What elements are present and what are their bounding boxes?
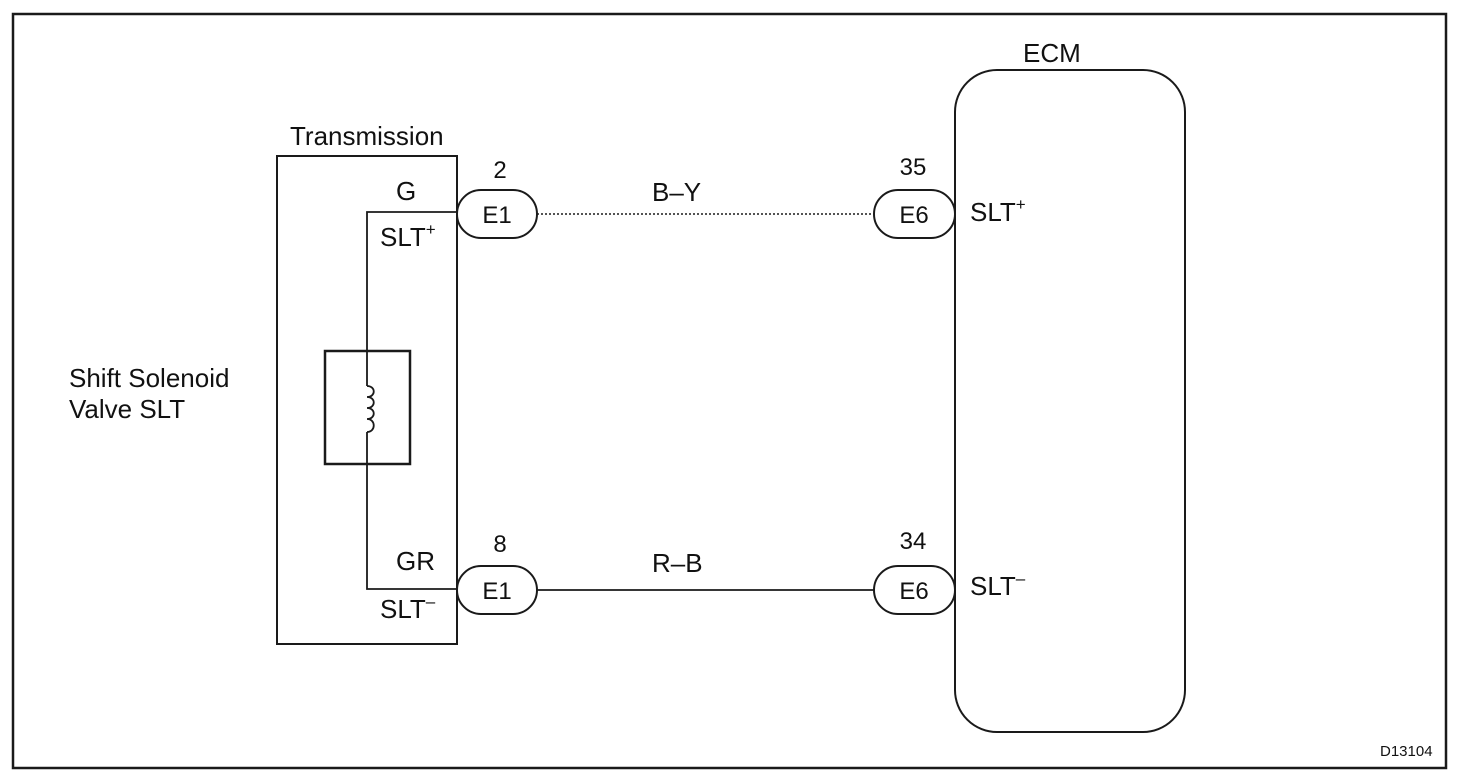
connector-e1-bottom-label: E1 [482, 578, 511, 605]
connector-e1-top [456, 189, 538, 239]
terminal-label-slt-plus-transmission: SLT+ [380, 220, 436, 252]
ecm-box [954, 69, 1186, 733]
terminal-label-slt-minus-transmission: SLT– [380, 592, 436, 624]
solenoid-label-line1: Shift Solenoid [69, 363, 229, 393]
connector-e1-top-label: E1 [482, 202, 511, 229]
transmission-box [276, 155, 458, 645]
solenoid-coil-icon [366, 385, 375, 433]
connector-e6-top [873, 189, 956, 239]
pin-number-2: 2 [493, 157, 506, 184]
wire-label-b-y: B–Y [652, 177, 701, 207]
connector-e1-bottom [456, 565, 538, 615]
terminal-label-slt-plus-ecm: SLT+ [970, 195, 1026, 227]
terminal-label-slt-minus-ecm: SLT– [970, 569, 1026, 601]
wire-label-r-b: R–B [652, 548, 703, 578]
solenoid-wire-minus [366, 432, 457, 590]
diagram-frame [11, 12, 1448, 770]
connector-e6-top-label: E6 [899, 202, 928, 229]
pin-number-34: 34 [900, 528, 927, 555]
wire-color-label-g: G [396, 176, 416, 206]
pin-number-8: 8 [493, 531, 506, 558]
solenoid-body [323, 349, 412, 466]
pin-number-35: 35 [900, 154, 927, 181]
diagram-code: D13104 [1380, 743, 1433, 760]
connector-e6-bottom [873, 565, 956, 615]
ecm-title: ECM [1023, 38, 1081, 68]
wire-color-label-gr: GR [396, 546, 435, 576]
solenoid-wire-plus [366, 211, 457, 386]
transmission-title: Transmission [290, 121, 444, 151]
solenoid-label-line2: Valve SLT [69, 394, 185, 424]
connector-e6-bottom-label: E6 [899, 578, 928, 605]
